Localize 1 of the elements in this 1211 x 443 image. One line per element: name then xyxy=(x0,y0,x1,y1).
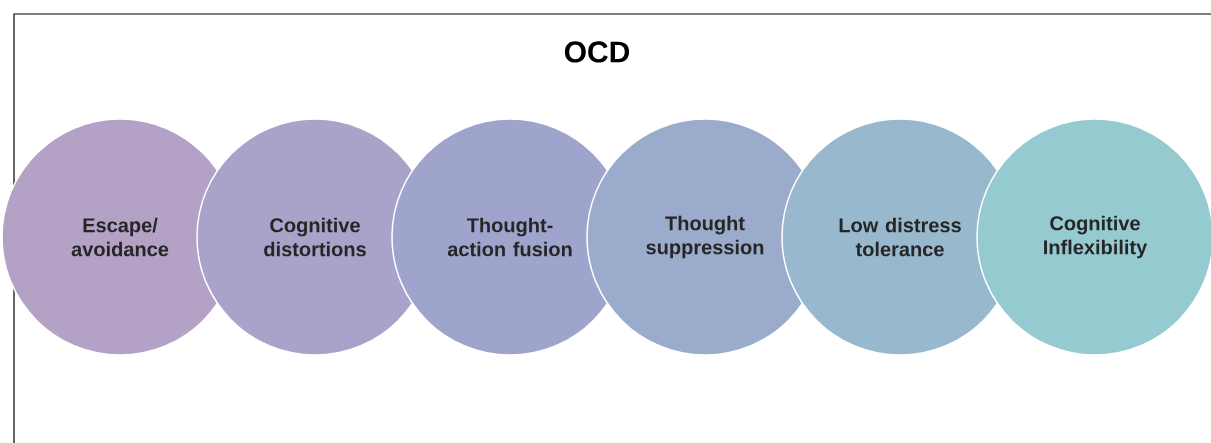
title: OCD xyxy=(564,41,630,63)
